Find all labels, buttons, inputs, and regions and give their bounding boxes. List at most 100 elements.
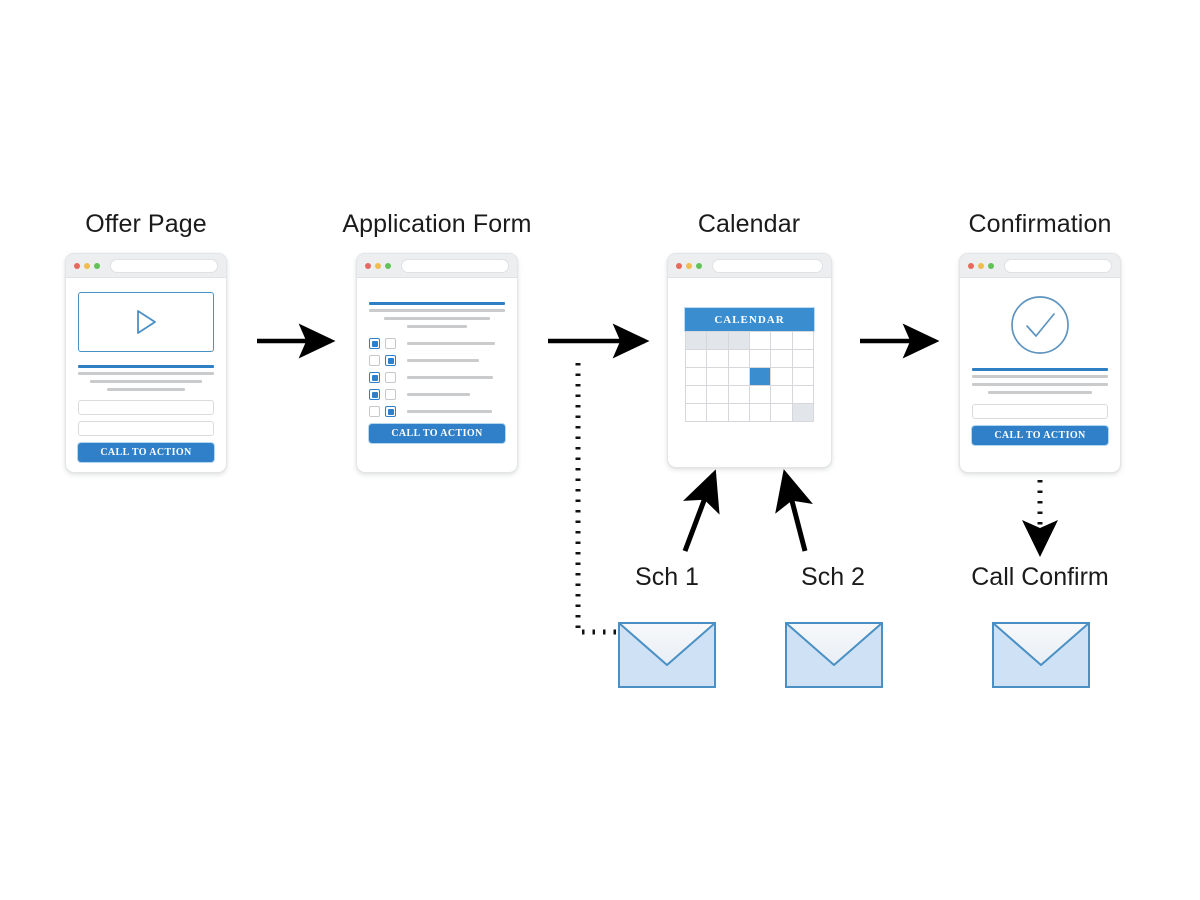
checkbox-row[interactable] (369, 337, 505, 350)
headline-bar (369, 302, 505, 305)
calendar-cell[interactable] (771, 368, 793, 386)
calendar-cell[interactable] (707, 350, 729, 368)
calendar-cell[interactable] (792, 386, 814, 404)
confirmation-content: CALL TO ACTION (960, 278, 1120, 472)
browser-card-confirmation[interactable]: CALL TO ACTION (959, 253, 1121, 473)
step-title-offer-page: Offer Page (85, 210, 207, 238)
offer-page-content: CALL TO ACTION (66, 278, 226, 472)
call-to-action-button[interactable]: CALL TO ACTION (78, 443, 214, 462)
address-bar[interactable] (1004, 258, 1112, 273)
address-bar[interactable] (401, 258, 509, 273)
checkbox-label-line (407, 359, 479, 362)
text-line (383, 317, 491, 320)
calendar-cell[interactable] (792, 332, 814, 350)
video-placeholder[interactable] (78, 292, 214, 352)
calendar-cell[interactable] (728, 386, 750, 404)
yellow-dot (978, 262, 984, 269)
browser-card-offer-page[interactable]: CALL TO ACTION (65, 253, 227, 473)
text-line (106, 388, 186, 391)
checkbox-row[interactable] (369, 388, 505, 401)
address-bar[interactable] (712, 258, 823, 273)
checkbox-left[interactable] (369, 338, 380, 349)
calendar-cell[interactable] (792, 368, 814, 386)
green-dot (988, 262, 994, 269)
flow-label-call-confirm: Call Confirm (971, 563, 1109, 591)
calendar-cell[interactable] (686, 386, 708, 404)
calendar-cell[interactable] (728, 332, 750, 350)
checkbox-left[interactable] (369, 406, 380, 417)
calendar-cell[interactable] (707, 386, 729, 404)
calendar-cell[interactable] (707, 332, 729, 350)
calendar-cell[interactable] (686, 404, 708, 422)
input-field[interactable] (972, 404, 1108, 419)
step-title-confirmation: Confirmation (968, 210, 1112, 238)
browser-titlebar (960, 254, 1120, 278)
text-line (78, 372, 214, 375)
calendar-cell[interactable] (686, 350, 708, 368)
calendar-cell[interactable] (750, 386, 772, 404)
input-field[interactable] (78, 400, 214, 415)
checkbox-list (369, 337, 505, 418)
calendar-cell[interactable] (771, 332, 793, 350)
checkbox-left[interactable] (369, 372, 380, 383)
checkbox-left[interactable] (369, 389, 380, 400)
calendar-cell[interactable] (750, 332, 772, 350)
text-line (407, 325, 467, 328)
connector-envelope1-to-form-arrow (575, 358, 616, 635)
play-button-icon[interactable] (133, 308, 159, 336)
calendar-cell[interactable] (728, 368, 750, 386)
calendar-cell[interactable] (750, 350, 772, 368)
calendar-cell[interactable] (771, 350, 793, 368)
text-line (972, 383, 1108, 386)
checkbox-row[interactable] (369, 354, 505, 367)
checkbox-row[interactable] (369, 371, 505, 384)
checkbox-label-line (407, 393, 470, 396)
browser-card-application-form[interactable]: CALL TO ACTION (356, 253, 518, 473)
calendar-cell[interactable] (792, 350, 814, 368)
call-to-action-button[interactable]: CALL TO ACTION (369, 424, 505, 443)
arrow-sch2-to-calendar (775, 469, 813, 552)
calendar-grid[interactable] (685, 331, 814, 422)
checkbox-label-line (407, 376, 493, 379)
input-field[interactable] (78, 421, 214, 436)
red-dot (74, 262, 80, 269)
checkbox-row[interactable] (369, 405, 505, 418)
calendar-cell-selected[interactable] (750, 368, 772, 386)
calendar-cell[interactable] (792, 404, 814, 422)
step-title-calendar: Calendar (697, 210, 801, 238)
calendar-cell[interactable] (686, 368, 708, 386)
checkbox-right[interactable] (385, 406, 396, 417)
checkbox-right[interactable] (385, 372, 396, 383)
calendar-cell[interactable] (707, 404, 729, 422)
address-bar[interactable] (110, 258, 218, 273)
yellow-dot (375, 262, 381, 269)
arrow-sch1-to-calendar (682, 469, 720, 552)
calendar-cell[interactable] (686, 332, 708, 350)
calendar-cell[interactable] (750, 404, 772, 422)
red-dot (365, 262, 371, 269)
browser-titlebar (66, 254, 226, 278)
calendar-cell[interactable] (771, 404, 793, 422)
yellow-dot (84, 262, 90, 269)
green-dot (94, 262, 100, 269)
calendar-cell[interactable] (728, 404, 750, 422)
envelope-sch-1-icon[interactable] (618, 622, 716, 688)
calendar-cell[interactable] (707, 368, 729, 386)
headline-bar (78, 365, 214, 368)
calendar-cell[interactable] (728, 350, 750, 368)
envelope-call-confirm-icon[interactable] (992, 622, 1090, 688)
call-to-action-button[interactable]: CALL TO ACTION (972, 426, 1108, 445)
checkbox-right[interactable] (385, 338, 396, 349)
calendar-header: CALENDAR (685, 308, 814, 331)
flow-label-sch-2: Sch 2 (801, 563, 865, 591)
calendar-content: CALENDAR (668, 278, 831, 467)
checkbox-right[interactable] (385, 355, 396, 366)
calendar-cell[interactable] (771, 386, 793, 404)
text-line (972, 375, 1108, 378)
text-line (369, 309, 505, 312)
envelope-sch-2-icon[interactable] (785, 622, 883, 688)
browser-card-calendar[interactable]: CALENDAR (667, 253, 832, 468)
application-form-content: CALL TO ACTION (357, 278, 517, 472)
checkbox-right[interactable] (385, 389, 396, 400)
checkbox-left[interactable] (369, 355, 380, 366)
